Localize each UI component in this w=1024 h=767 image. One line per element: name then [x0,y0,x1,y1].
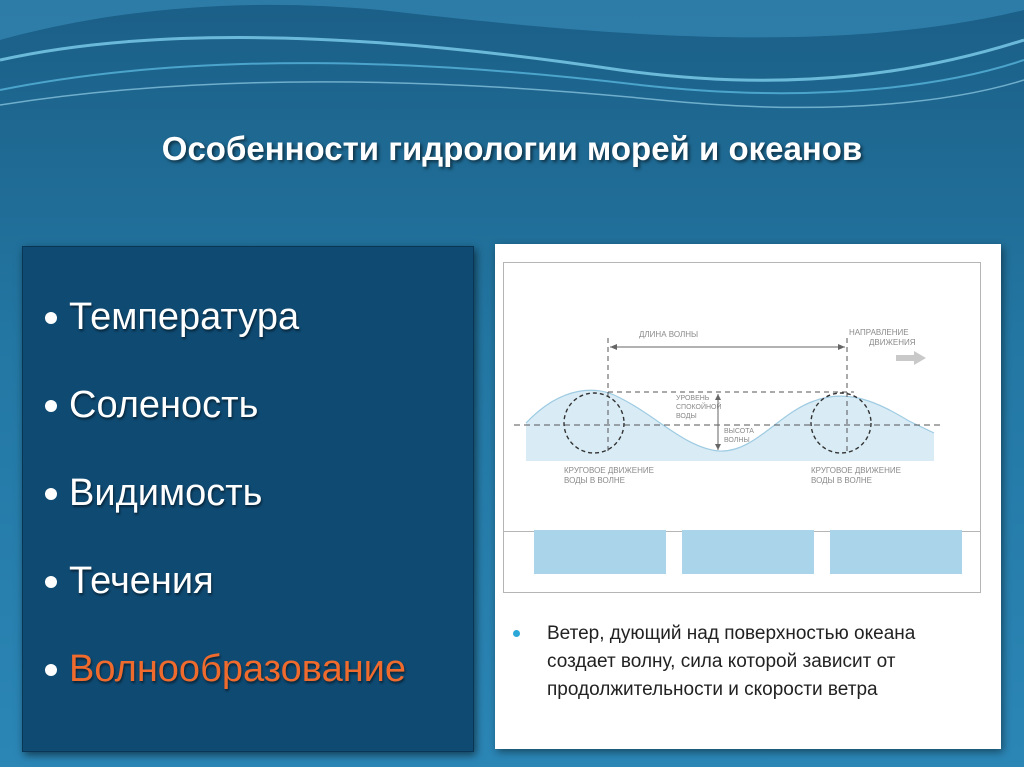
water-panel [682,530,814,574]
topic-label: Видимость [69,472,263,514]
topic-wave-formation: Волнообразование [45,647,406,735]
bullet-icon [45,664,57,676]
arrow-head-icon [838,344,845,350]
caption-text: Ветер, дующий над поверхностью океана со… [547,623,916,700]
circular-motion-label: КРУГОВОЕ ДВИЖЕНИЕ [564,466,654,475]
wave-diagram: ДЛИНА ВОЛНЫ НАПРАВЛЕНИЕ ДВИЖЕНИЯ УРОВЕНЬ… [503,262,981,532]
wave-height-label: ВОЛНЫ [724,437,750,444]
arrow-head-icon [715,394,721,400]
arrow-head-icon [715,444,721,450]
topic-label: Температура [69,296,300,338]
calm-level-label: СПОКОЙНОЙ [676,402,722,411]
topic-label: Волнообразование [69,648,407,690]
direction-label: НАПРАВЛЕНИЕ [849,328,909,337]
circular-motion-label: ВОДЫ В ВОЛНЕ [811,476,872,485]
circular-motion-label: КРУГОВОЕ ДВИЖЕНИЕ [811,466,901,475]
bullet-icon [45,488,57,500]
diagram-lower-strip [503,530,981,593]
decorative-waves [0,0,1024,109]
water-body [526,390,934,461]
bullet-icon [45,400,57,412]
topics-list: Температура Соленость Видимость Течения … [45,295,406,735]
calm-level-label: ВОДЫ [676,413,697,420]
orbit-circle-right [810,392,872,454]
direction-arrow-icon [896,351,926,365]
arrow-head-icon [610,344,617,350]
topic-label: Течения [69,560,214,602]
topic-visibility: Видимость [45,471,406,559]
bullet-icon [513,630,520,637]
wave-caption: Ветер, дующий над поверхностью океана со… [513,620,983,704]
circular-motion-label: ВОДЫ В ВОЛНЕ [564,476,625,485]
water-panel [830,530,962,574]
topic-salinity: Соленость [45,383,406,471]
wave-diagram-panel: ДЛИНА ВОЛНЫ НАПРАВЛЕНИЕ ДВИЖЕНИЯ УРОВЕНЬ… [495,244,1001,749]
wave-height-label: ВЫСОТА [724,428,754,435]
wave-diagram-svg: ДЛИНА ВОЛНЫ НАПРАВЛЕНИЕ ДВИЖЕНИЯ УРОВЕНЬ… [514,328,944,485]
direction-label: ДВИЖЕНИЯ [869,338,916,347]
topic-temperature: Температура [45,295,406,383]
topics-panel: Температура Соленость Видимость Течения … [22,246,474,752]
wavelength-label: ДЛИНА ВОЛНЫ [639,330,698,339]
topic-label: Соленость [69,384,259,426]
bullet-icon [45,576,57,588]
orbit-circle-left [563,392,625,454]
water-panel [534,530,666,574]
calm-level-label: УРОВЕНЬ [676,395,710,402]
slide-title: Особенности гидрологии морей и океанов [161,130,863,167]
bullet-icon [45,312,57,324]
topic-currents: Течения [45,559,406,647]
wave-surface [525,389,935,452]
